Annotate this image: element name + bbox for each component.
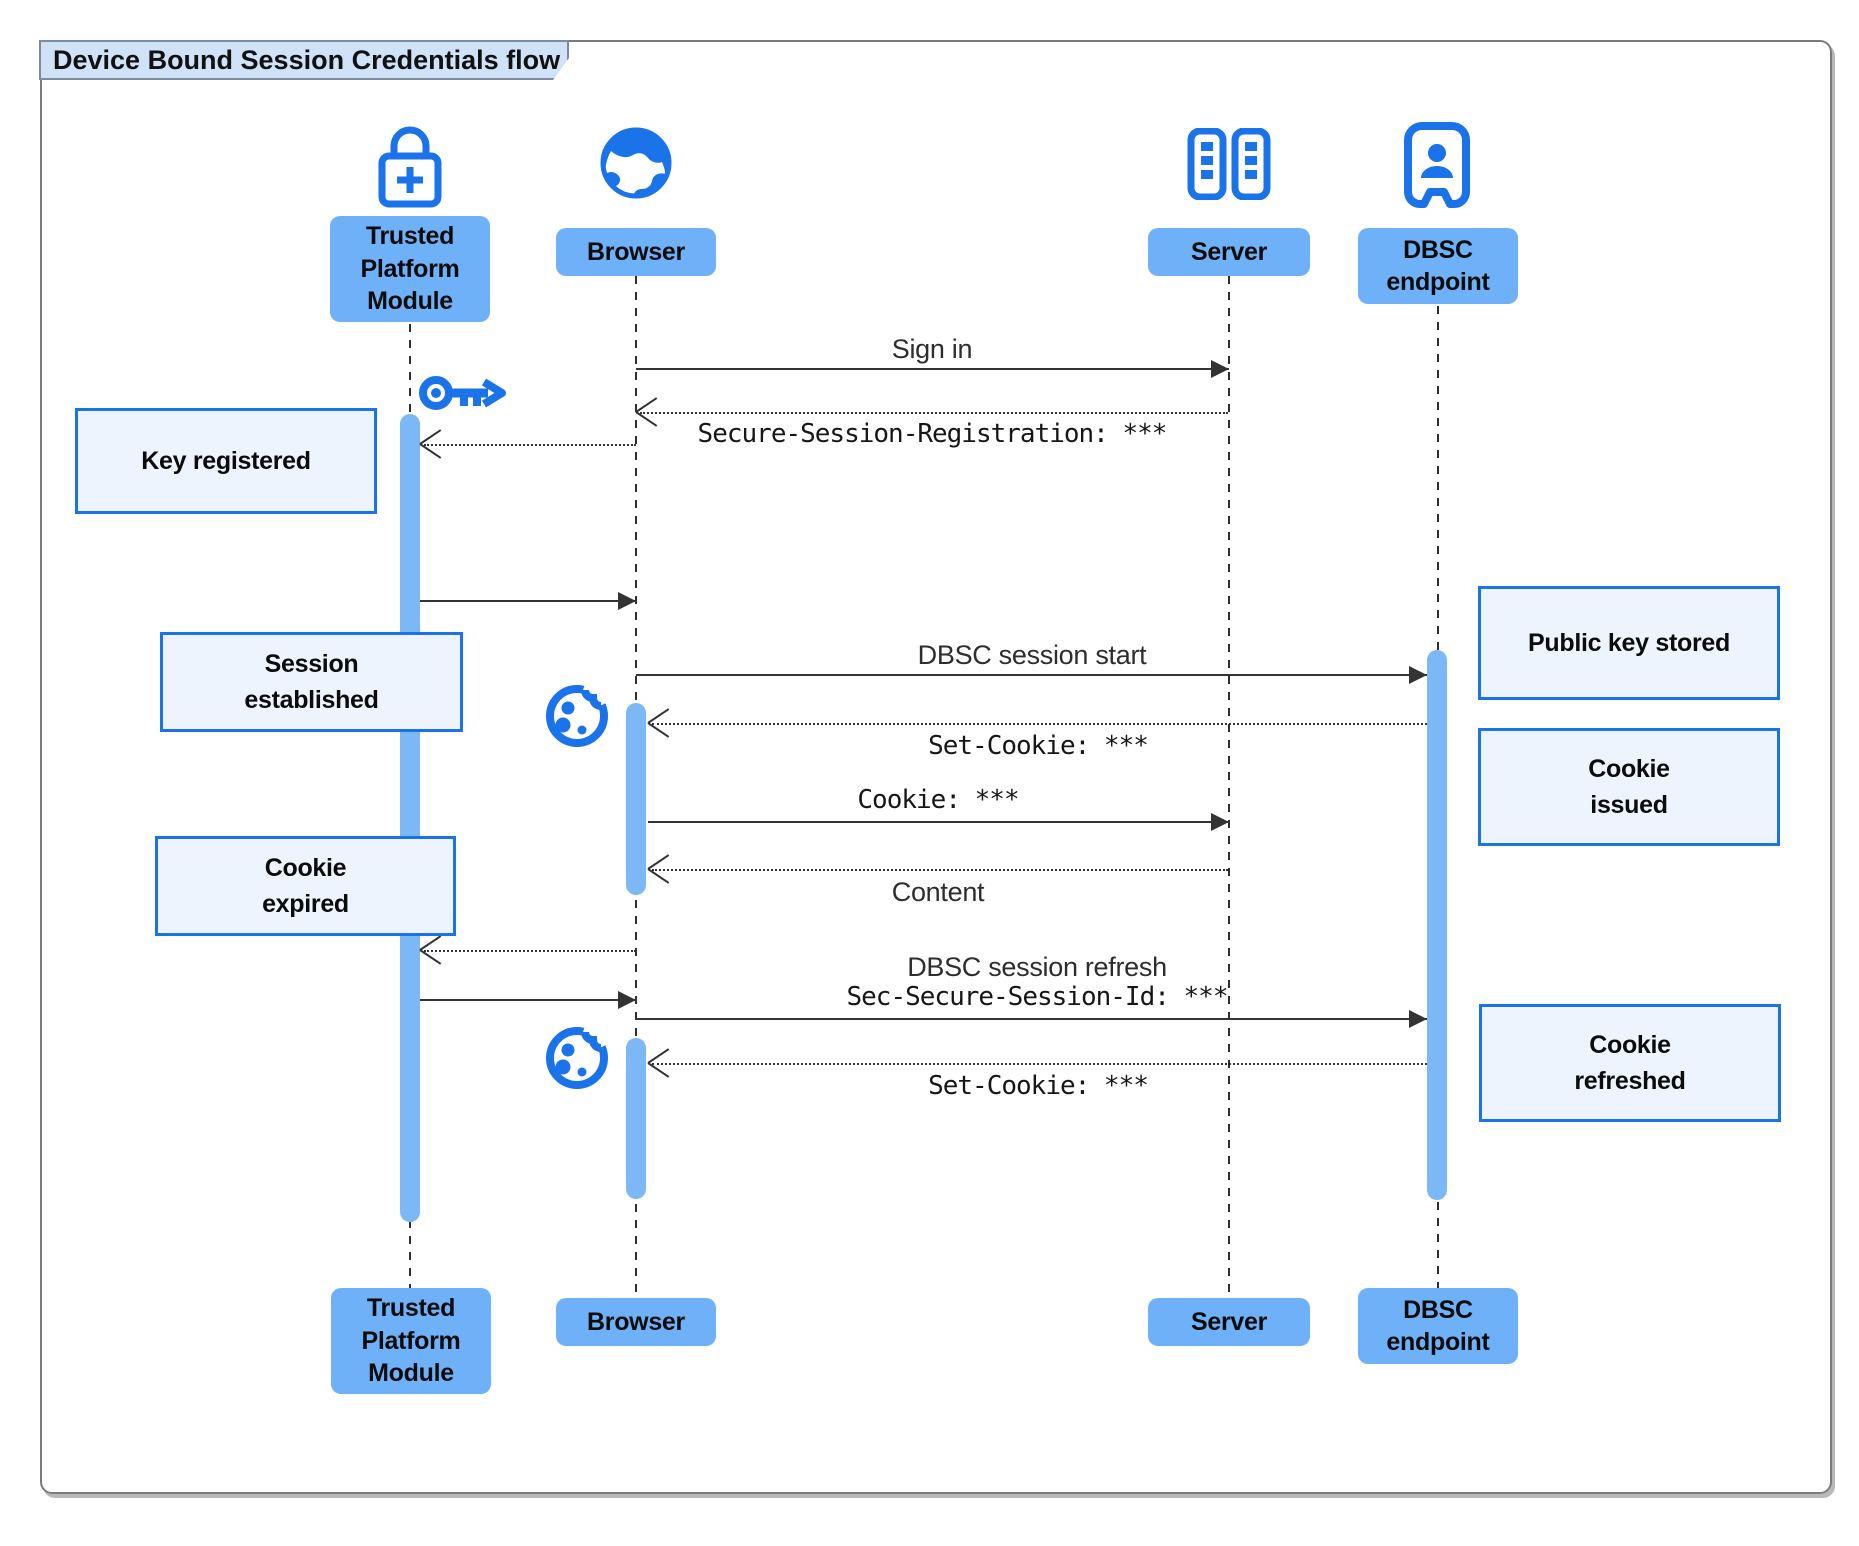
message-line-session-registration xyxy=(640,412,1228,414)
activation-bar-tpm xyxy=(400,414,420,1222)
message-line-tpm-to-browser-2 xyxy=(420,999,636,1001)
note-key-registered: Key registered xyxy=(75,408,377,514)
arrowhead-content xyxy=(648,855,674,883)
actor-label-dbsc-bottom: DBSC endpoint xyxy=(1358,1288,1518,1364)
message-label-content: Content xyxy=(891,877,985,907)
note-public-key-stored: Public key stored xyxy=(1478,586,1780,700)
globe-icon xyxy=(600,127,672,199)
message-line-set-cookie-1 xyxy=(652,723,1427,725)
arrowhead-dbsc-session-start xyxy=(1409,666,1427,684)
arrowhead-set-cookie-1 xyxy=(648,709,674,737)
actor-label-browser-bottom: Browser xyxy=(556,1298,716,1346)
message-label-cookie: Cookie: *** xyxy=(857,785,1019,815)
message-line-content xyxy=(652,869,1228,871)
activation-bar-dbsc xyxy=(1427,650,1447,1200)
actor-label-server-bottom: Server xyxy=(1148,1298,1310,1346)
lifeline-server xyxy=(1228,276,1230,1298)
message-label-session-registration: Secure-Session-Registration: *** xyxy=(697,419,1168,449)
diagram-frame xyxy=(40,40,1832,1494)
badge-person-icon xyxy=(1404,122,1470,208)
note-session-established: Session established xyxy=(160,632,463,732)
server-racks-icon xyxy=(1187,128,1271,200)
message-line-browser-to-tpm-2 xyxy=(424,950,636,952)
arrowhead-cookie xyxy=(1211,813,1229,831)
cookie-icon xyxy=(546,1020,611,1089)
message-label-set-cookie-2: Set-Cookie: *** xyxy=(928,1071,1149,1101)
arrowhead-browser-to-tpm-1 xyxy=(420,430,446,458)
cookie-icon xyxy=(546,678,611,747)
message-label-set-cookie-1: Set-Cookie: *** xyxy=(928,731,1149,761)
note-cookie-expired: Cookie expired xyxy=(155,836,456,936)
actor-label-server-top: Server xyxy=(1148,228,1310,276)
arrowhead-sign-in xyxy=(1211,360,1229,378)
diagram-title: Device Bound Session Credentials flow xyxy=(39,40,569,80)
actor-label-browser-top: Browser xyxy=(556,228,716,276)
message-line-dbsc-session-start xyxy=(636,674,1427,676)
message-label-secure-session-id: Sec-Secure-Session-Id: *** xyxy=(846,982,1229,1012)
arrowhead-browser-to-tpm-2 xyxy=(420,936,446,964)
message-line-dbsc-session-refresh xyxy=(636,1018,1427,1020)
arrowhead-dbsc-session-refresh xyxy=(1409,1010,1427,1028)
note-cookie-refreshed: Cookie refreshed xyxy=(1479,1004,1781,1122)
message-line-sign-in xyxy=(636,368,1229,370)
activation-bar-browser-2 xyxy=(626,1038,646,1199)
message-label-sign-in: Sign in xyxy=(891,334,973,364)
actor-label-dbsc-top: DBSC endpoint xyxy=(1358,228,1518,304)
actor-label-tpm-top: Trusted Platform Module xyxy=(330,216,490,322)
message-line-tpm-to-browser-1 xyxy=(420,600,636,602)
key-icon xyxy=(419,376,506,410)
note-cookie-issued: Cookie issued xyxy=(1478,728,1780,846)
actor-label-tpm-bottom: Trusted Platform Module xyxy=(331,1288,491,1394)
arrowhead-tpm-to-browser-1 xyxy=(618,592,636,610)
message-line-browser-to-tpm-1 xyxy=(424,444,636,446)
arrowhead-tpm-to-browser-2 xyxy=(618,991,636,1009)
arrowhead-set-cookie-2 xyxy=(648,1049,674,1077)
message-label-dbsc-session-start: DBSC session start xyxy=(917,640,1147,670)
arrowhead-session-registration xyxy=(636,398,662,426)
lock-plus-icon xyxy=(378,126,442,208)
activation-bar-browser-1 xyxy=(626,703,646,895)
message-label-dbsc-session-refresh: DBSC session refresh xyxy=(907,952,1167,982)
message-line-cookie xyxy=(648,821,1229,823)
message-line-set-cookie-2 xyxy=(652,1063,1427,1065)
